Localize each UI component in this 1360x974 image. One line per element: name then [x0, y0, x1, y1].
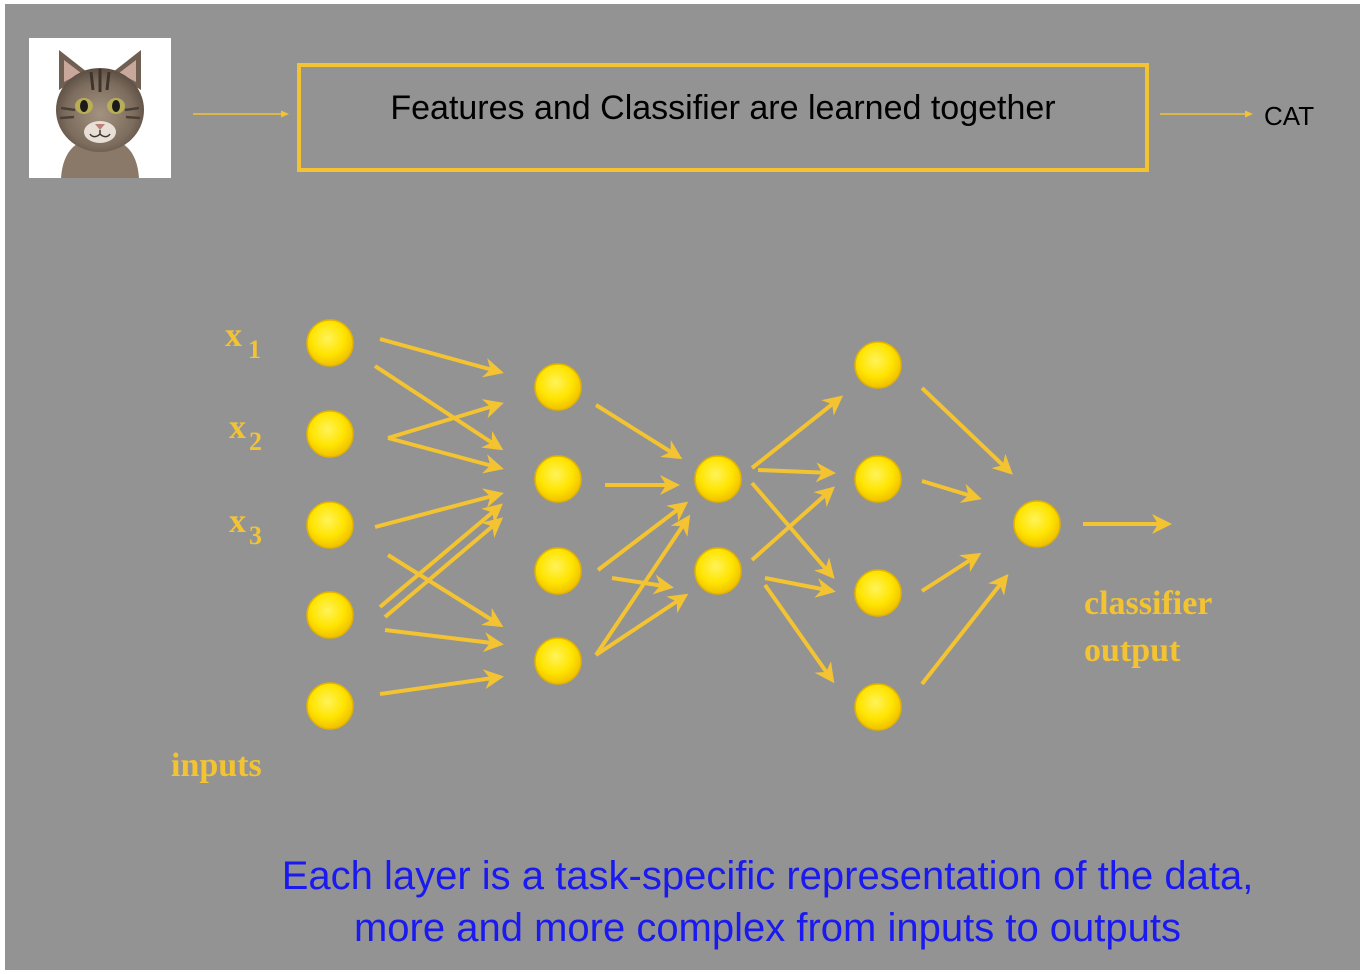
output-node-1 — [1013, 500, 1061, 548]
connection-arrow — [920, 552, 982, 593]
connection-arrow — [374, 488, 504, 529]
cat-output-label: CAT — [1264, 101, 1315, 131]
connection-arrow — [920, 573, 1009, 686]
inputs-label: inputs — [171, 747, 262, 784]
connection-arrow — [373, 364, 504, 451]
connection-arrow — [757, 462, 836, 483]
connection-arrows — [373, 337, 1172, 696]
connection-arrow — [379, 337, 504, 378]
input-node-3 — [306, 501, 354, 549]
caption-line-1: Each layer is a task-specific representa… — [281, 854, 1254, 898]
connection-arrow — [750, 486, 835, 562]
slide-background — [5, 4, 1360, 970]
connection-arrow — [386, 553, 504, 628]
connection-arrow — [921, 479, 982, 503]
hidden-2-node-1 — [694, 455, 742, 503]
network-nodes — [306, 319, 1061, 731]
input-node-5 — [306, 682, 354, 730]
classifier-output-label-line1: classifier — [1084, 585, 1212, 622]
connection-arrow — [920, 386, 1013, 475]
input-node-1 — [306, 319, 354, 367]
features-classifier-label: Features and Classifier are learned toge… — [390, 89, 1056, 127]
connection-arrow — [387, 399, 504, 440]
input-node-4 — [306, 591, 354, 639]
connection-arrow — [750, 395, 844, 470]
connection-arrow — [384, 628, 504, 652]
input-node-2 — [306, 410, 354, 458]
connection-arrow — [594, 514, 691, 657]
hidden-3-node-3 — [854, 569, 902, 617]
hidden-3-node-1 — [854, 341, 902, 389]
features-classifier-box: Features and Classifier are learned toge… — [297, 63, 1149, 172]
hidden-1-node-3 — [534, 547, 582, 595]
connection-arrow — [750, 481, 835, 580]
connection-arrow — [387, 436, 504, 474]
caption-line-2: more and more complex from inputs to out… — [353, 906, 1182, 950]
connection-arrow — [611, 574, 674, 595]
cat-photo-icon — [29, 38, 171, 178]
connection-arrow — [379, 669, 504, 696]
classifier-output-label-line2: output — [1084, 632, 1181, 669]
caption: Each layer is a task-specific representa… — [160, 850, 1360, 954]
hidden-1-node-2 — [534, 455, 582, 503]
hidden-3-node-4 — [854, 683, 902, 731]
connection-arrow — [383, 517, 504, 619]
connection-arrow — [764, 576, 836, 598]
connection-arrow — [594, 403, 683, 460]
hidden-3-node-2 — [854, 455, 902, 503]
connection-arrow — [596, 501, 689, 572]
cat-photo — [29, 38, 171, 178]
hidden-1-node-1 — [534, 363, 582, 411]
connection-arrow — [378, 503, 504, 609]
hidden-1-node-4 — [534, 637, 582, 685]
connection-arrow — [594, 593, 689, 657]
hidden-2-node-2 — [694, 547, 742, 595]
connection-arrow — [763, 583, 835, 684]
